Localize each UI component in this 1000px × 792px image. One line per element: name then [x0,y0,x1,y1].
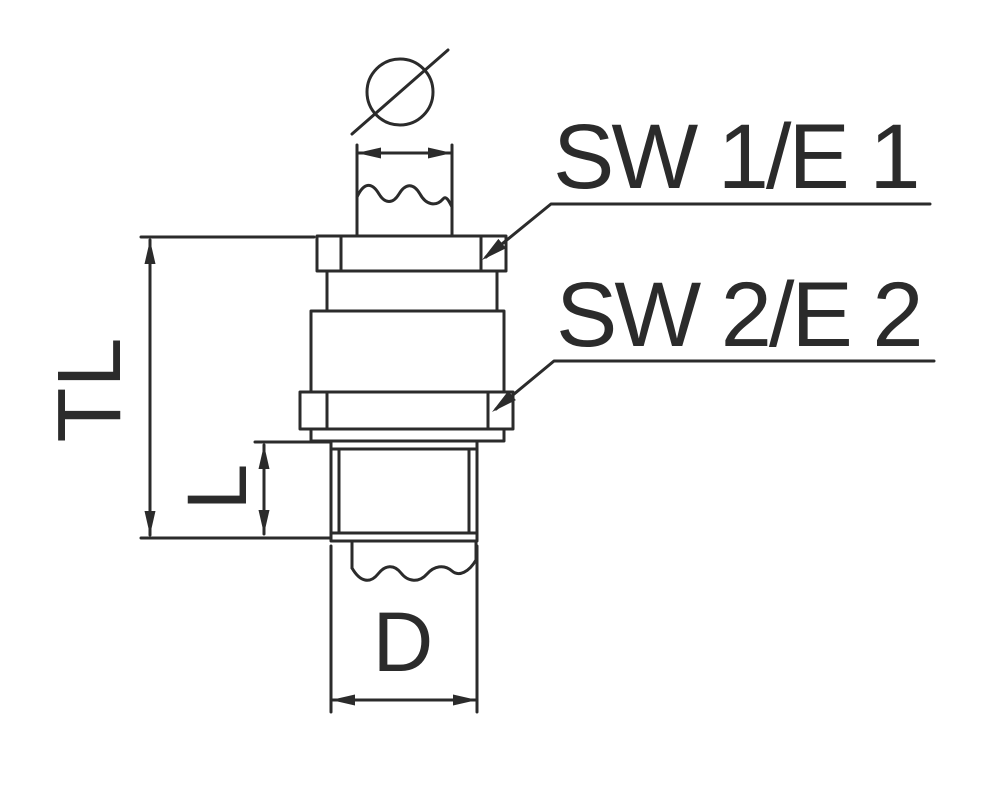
d-label: D [373,595,434,689]
tl-arrow-bottom-icon [144,511,156,535]
bottom-break-line [350,558,478,582]
diameter-symbol-slash [350,48,450,136]
l-arrow-top-icon [258,445,270,469]
tl-arrow-top-icon [144,240,156,264]
upper-body-sides [325,269,499,313]
sw2-leader-line [494,359,936,411]
l-label: L [170,464,264,511]
d-arrow-left-icon [331,694,355,706]
hex-nut-2-facet-lines [325,390,490,431]
gland-body [298,234,515,582]
callout-sw2: SW 2/E 2 [492,264,936,412]
thread-detail-lines [329,447,479,535]
hex-nut-1-outline [315,234,508,273]
l-arrow-bottom-icon [258,510,270,534]
top-cable-section [355,143,454,238]
diameter-arrow-right-icon [428,147,452,159]
thread-outline [329,439,479,543]
diameter-arrow-left-icon [357,147,381,159]
sw1-label: SW 1/E 1 [553,106,918,208]
dim-total-length: TL [40,235,332,540]
tl-label: TL [40,337,140,442]
d-extension-lines [329,544,479,714]
sw1-leader-line [484,202,932,259]
dim-thread-diameter: D [329,544,479,714]
cable-break-line [355,183,454,209]
mid-body-outline [309,309,506,394]
sw2-leader-arrow-icon [492,390,516,412]
dim-cable-diameter [355,147,454,159]
hex-nut-1-facet-lines [339,234,483,273]
diameter-symbol-circle [365,57,435,127]
nut-collar-outline [309,427,506,443]
dim-thread-length: L [170,440,333,536]
callout-sw1: SW 1/E 1 [482,106,932,260]
diameter-symbol-icon [350,48,450,136]
sw2-label: SW 2/E 2 [556,264,921,366]
d-arrow-right-icon [453,694,477,706]
sw1-leader-arrow-icon [482,238,506,260]
cable-side-lines [355,143,454,238]
bottom-stub-sides [350,539,478,570]
hex-nut-2-outline [298,390,515,431]
